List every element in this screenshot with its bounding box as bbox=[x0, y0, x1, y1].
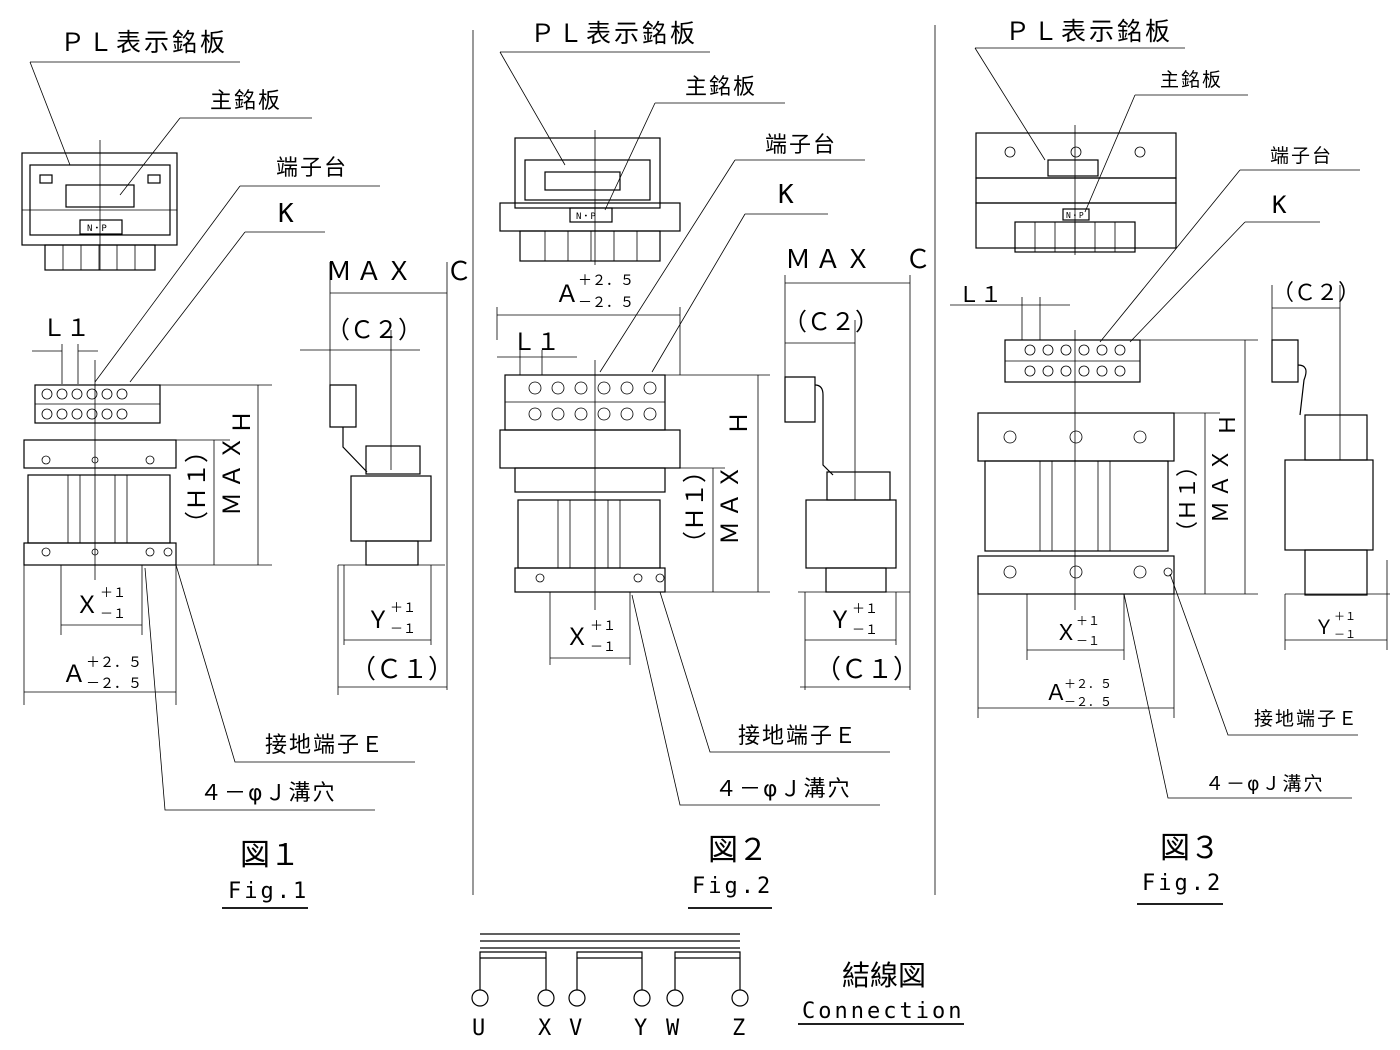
fig3-c2-label: （Ｃ２） bbox=[1272, 281, 1360, 306]
fig3-x-label: Ｘ bbox=[1055, 621, 1077, 646]
fig1-main-plate-label: 主銘板 bbox=[210, 89, 282, 114]
fig3-ground-label: 接地端子Ｅ bbox=[1254, 708, 1359, 730]
fig3-max-label: ＭＡＸ bbox=[1209, 445, 1234, 523]
terminal-v: V bbox=[569, 1016, 582, 1041]
fig2-y-tol-dn: －１ bbox=[852, 623, 878, 638]
fig2-pl-label: ＰＬ表示銘板 bbox=[530, 19, 698, 48]
fig2-y-tol-up: ＋１ bbox=[852, 602, 878, 617]
fig3-y-tol-dn: －１ bbox=[1334, 628, 1356, 641]
fig2-k-label: K bbox=[778, 180, 794, 210]
fig3-a-label: Ａ bbox=[1045, 681, 1067, 706]
fig3-x-tol-up: ＋１ bbox=[1076, 614, 1100, 628]
fig3-caption-jp: 図３ bbox=[1160, 831, 1220, 866]
fig2-a-top-label: Ａ bbox=[555, 280, 579, 308]
connection-title-jp: 結線図 bbox=[842, 959, 926, 992]
fig2-main-plate-label: 主銘板 bbox=[685, 75, 757, 100]
fig1-x-label: Ｘ bbox=[75, 591, 99, 619]
figure-1: ＰＬ表示銘板 主銘板 端子台 K N・P Ｌ１ bbox=[21, 28, 476, 909]
fig3-y-label: Ｙ bbox=[1314, 615, 1334, 639]
fig1-x-tol-up: ＋１ bbox=[100, 586, 126, 601]
fig2-c1-label: （Ｃ１） bbox=[815, 655, 919, 685]
fig2-c2-label: （Ｃ２） bbox=[783, 308, 879, 336]
fig1-a-label: Ａ bbox=[62, 660, 86, 688]
connection-title-en: Connection bbox=[802, 999, 964, 1024]
fig2-y-label: Ｙ bbox=[828, 606, 852, 634]
fig1-h1-label: （Ｈ１） bbox=[183, 439, 211, 535]
fig1-ground-label: 接地端子Ｅ bbox=[265, 733, 385, 758]
terminal-u: U bbox=[472, 1016, 485, 1041]
fig1-x-tol-dn: －１ bbox=[100, 607, 126, 622]
figure-3: ＰＬ表示銘板 主銘板 端子台 K N・P Ｌ１ bbox=[950, 17, 1390, 905]
fig1-a-tol-up: ＋２．５ bbox=[86, 655, 142, 671]
connection-diagram: U X V Y W Z 結線図 Connection bbox=[471, 933, 964, 1041]
fig1-max-c-label: ＭＡＸ Ｃ bbox=[326, 257, 476, 287]
fig2-x-label: Ｘ bbox=[565, 623, 589, 651]
fig2-np-label: N・P bbox=[576, 212, 596, 222]
fig1-a-tol-dn: －２．５ bbox=[86, 676, 142, 692]
fig1-max-label: ＭＡＸ bbox=[218, 432, 246, 516]
fig3-y-tol-up: ＋１ bbox=[1334, 610, 1356, 623]
terminal-w: W bbox=[666, 1016, 680, 1041]
fig2-a-top-tol-dn: －２．５ bbox=[578, 295, 634, 311]
fig2-caption-jp: 図２ bbox=[708, 833, 768, 868]
fig1-y-tol-up: ＋１ bbox=[390, 601, 416, 616]
fig3-pl-label: ＰＬ表示銘板 bbox=[1005, 17, 1173, 46]
terminal-x: X bbox=[538, 1016, 552, 1041]
fig2-l1-label: Ｌ１ bbox=[512, 328, 560, 356]
fig2-x-tol-dn: －１ bbox=[590, 640, 616, 655]
fig1-terminal-block-label: 端子台 bbox=[276, 156, 348, 181]
fig1-y-label: Ｙ bbox=[366, 606, 390, 634]
fig2-holes-label: ４－φＪ溝穴 bbox=[715, 777, 852, 802]
fig2-terminal-block-label: 端子台 bbox=[765, 133, 837, 158]
fig3-h-label: Ｈ bbox=[1216, 414, 1241, 436]
fig1-y-tol-dn: －１ bbox=[390, 622, 416, 637]
figure-2: ＰＬ表示銘板 主銘板 端子台 K N・P Ａ ＋２．５ －２．５ Ｌ１ bbox=[496, 19, 935, 909]
fig1-h-label: Ｈ bbox=[228, 410, 256, 434]
fig3-caption-en: Fig.2 bbox=[1142, 871, 1223, 896]
fig2-caption-en: Fig.2 bbox=[692, 874, 773, 899]
fig3-a-tol-dn: －２．５ bbox=[1064, 695, 1112, 709]
fig1-c2-label: （Ｃ２） bbox=[326, 316, 422, 344]
fig3-terminal-block-label: 端子台 bbox=[1270, 145, 1333, 167]
fig2-x-tol-up: ＋１ bbox=[590, 619, 616, 634]
fig3-h1-label: （Ｈ１） bbox=[1176, 455, 1201, 543]
fig3-a-tol-up: ＋２．５ bbox=[1064, 677, 1112, 691]
fig3-holes-label: ４－φＪ溝穴 bbox=[1205, 773, 1325, 795]
fig1-pl-label: ＰＬ表示銘板 bbox=[60, 28, 228, 57]
fig2-max-c-label: ＭＡＸ Ｃ bbox=[785, 245, 935, 275]
fig2-h1-label: （Ｈ１） bbox=[681, 459, 709, 555]
fig2-max-label: ＭＡＸ bbox=[716, 461, 744, 545]
fig1-l1-label: Ｌ１ bbox=[42, 314, 90, 342]
fig3-l1-label: Ｌ１ bbox=[958, 283, 1002, 308]
terminal-z: Z bbox=[732, 1016, 745, 1041]
terminal-y: Y bbox=[634, 1016, 647, 1041]
fig1-caption-en: Fig.1 bbox=[228, 879, 309, 904]
fig2-a-top-tol-up: ＋２．５ bbox=[578, 273, 634, 289]
fig2-h-label: Ｈ bbox=[725, 411, 753, 435]
fig1-k-label: K bbox=[278, 199, 294, 229]
fig1-caption-jp: 図１ bbox=[240, 838, 300, 873]
fig1-c1-label: （Ｃ１） bbox=[350, 655, 454, 685]
fig3-x-tol-dn: －１ bbox=[1076, 634, 1100, 648]
fig2-ground-label: 接地端子Ｅ bbox=[738, 724, 858, 749]
fig3-main-plate-label: 主銘板 bbox=[1160, 69, 1223, 91]
fig3-k-label: K bbox=[1272, 191, 1287, 219]
fig1-np-label: N・P bbox=[87, 224, 107, 234]
fig1-holes-label: ４－φＪ溝穴 bbox=[200, 781, 337, 806]
